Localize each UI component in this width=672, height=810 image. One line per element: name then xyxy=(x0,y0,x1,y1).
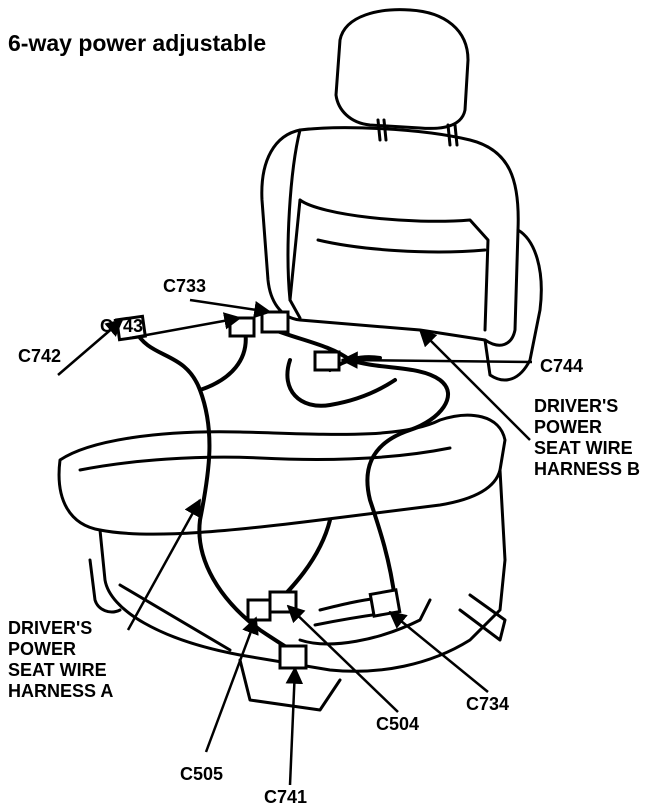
harness-a-label: DRIVER'S POWER SEAT WIRE HARNESS A xyxy=(8,618,113,702)
callout-c744: C744 xyxy=(540,356,584,376)
leader-c504 xyxy=(286,604,399,713)
connector-c505 xyxy=(246,598,272,622)
callout-c741: C741 xyxy=(264,787,308,807)
harness-b-line4: HARNESS B xyxy=(534,459,641,479)
leader-c741 xyxy=(285,666,304,786)
harness-a-line1: DRIVER'S xyxy=(8,618,93,638)
harness-b-label: DRIVER'S POWER SEAT WIRE HARNESS B xyxy=(534,396,640,480)
leader-c743 xyxy=(129,312,242,340)
seat-rail xyxy=(118,583,342,712)
harness-b-line3: SEAT WIRE xyxy=(534,438,633,458)
callout-c505: C505 xyxy=(180,764,224,784)
leader-c505 xyxy=(204,616,259,753)
callout-c504: C504 xyxy=(376,714,420,734)
callout-c733: C733 xyxy=(163,276,207,296)
leader-c742 xyxy=(57,318,124,376)
harness-a-wire xyxy=(133,328,302,657)
seat-cushion xyxy=(57,413,507,536)
seat-rail-right xyxy=(458,593,507,642)
harness-b-line2: POWER xyxy=(534,417,603,437)
harness-b-line1: DRIVER'S xyxy=(534,396,619,416)
seat-back-panel xyxy=(288,198,490,332)
seat-back-stitch xyxy=(316,238,487,254)
seat-cushion-edge xyxy=(78,446,452,472)
leader-c733 xyxy=(189,298,272,319)
harness-a-line2: POWER xyxy=(8,639,77,659)
headrest xyxy=(334,8,470,130)
callout-c743: C743 xyxy=(100,316,144,336)
harness-a-branch xyxy=(198,328,248,392)
harness-loop xyxy=(285,358,397,408)
leader-c744 xyxy=(340,351,533,369)
harness-b-wire xyxy=(273,328,450,602)
harness-a-line3: SEAT WIRE xyxy=(8,660,107,680)
callout-c742: C742 xyxy=(18,346,62,366)
page-title: 6-way power adjustable xyxy=(8,30,267,56)
seat-back-side-left xyxy=(286,128,302,302)
harness-a-line4: HARNESS A xyxy=(8,681,114,701)
side-bolster xyxy=(483,228,543,382)
seat-track xyxy=(298,598,432,646)
connector-c744 xyxy=(313,350,341,372)
connector-c743 xyxy=(228,316,256,338)
connector-c734 xyxy=(368,588,402,618)
connector-c733 xyxy=(260,310,290,334)
side-trim xyxy=(88,558,122,614)
seat-back xyxy=(260,126,520,347)
leader-harness-b xyxy=(418,328,531,441)
leader-c734 xyxy=(388,610,489,693)
leader-harness-a xyxy=(126,498,202,631)
callout-c734: C734 xyxy=(466,694,510,714)
seat-base xyxy=(98,468,507,673)
connector-c741 xyxy=(278,644,308,670)
